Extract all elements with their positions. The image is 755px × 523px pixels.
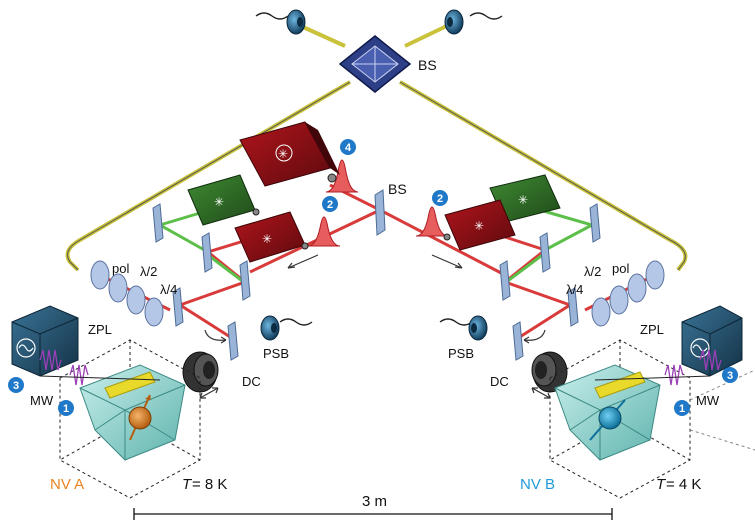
fiber-beam-splitter bbox=[338, 35, 412, 93]
distance-ruler bbox=[133, 508, 613, 520]
mw-wave-left bbox=[39, 349, 89, 386]
dc-left-label: DC bbox=[242, 374, 261, 389]
mw-left-label: MW bbox=[30, 393, 54, 408]
zpl-right-label: ZPL bbox=[640, 322, 664, 337]
lambda4-left-label: λ/4 bbox=[160, 282, 177, 297]
svg-text:✳: ✳ bbox=[262, 232, 272, 246]
nv-a-label: NV A bbox=[50, 476, 84, 493]
laser-green-left: ✳ bbox=[187, 174, 260, 226]
svg-text:✳: ✳ bbox=[518, 193, 528, 207]
svg-text:✳: ✳ bbox=[214, 195, 224, 209]
lambda4-right-label: λ/4 bbox=[566, 282, 583, 297]
marker-3-left: 3 bbox=[8, 377, 24, 393]
marker-4: 4 bbox=[340, 139, 356, 155]
temp-b-value: = 4 K bbox=[666, 476, 701, 493]
psb-detector-left bbox=[260, 315, 313, 341]
mw-wave-right bbox=[664, 349, 722, 386]
marker-3-right: 3 bbox=[722, 367, 738, 383]
psb-right-label: PSB bbox=[448, 346, 474, 361]
distance-label: 3 m bbox=[362, 493, 387, 510]
temp-a-var: T bbox=[182, 476, 193, 493]
marker-2-left: 2 bbox=[322, 196, 338, 212]
psb-detector-right bbox=[439, 315, 488, 341]
temp-b-var: T bbox=[656, 476, 667, 493]
svg-text:2: 2 bbox=[437, 193, 443, 205]
mw-source-left bbox=[11, 305, 79, 377]
waveplates-left bbox=[90, 260, 164, 327]
marker-1-left: 1 bbox=[58, 400, 74, 416]
mw-lines bbox=[39, 375, 711, 381]
svg-text:1: 1 bbox=[63, 403, 69, 415]
svg-text:✳: ✳ bbox=[474, 219, 484, 233]
laser-red-top: ✳ bbox=[239, 121, 340, 187]
detector-top-left bbox=[255, 9, 306, 35]
waveplates-right bbox=[591, 260, 665, 327]
svg-text:4: 4 bbox=[345, 142, 352, 154]
lambda2-right-label: λ/2 bbox=[584, 264, 601, 279]
optical-plates bbox=[152, 189, 601, 361]
svg-text:3: 3 bbox=[727, 370, 733, 382]
marker-2-right: 2 bbox=[432, 190, 448, 206]
nv-spin-b bbox=[589, 399, 626, 441]
direction-arrows bbox=[199, 254, 551, 399]
pol-right-label: pol bbox=[612, 261, 629, 276]
svg-text:1: 1 bbox=[679, 403, 685, 415]
dc-right-label: DC bbox=[490, 374, 509, 389]
fiber-outline bbox=[67, 81, 686, 271]
nv-b-label: NV B bbox=[520, 476, 555, 493]
bs-top-label: BS bbox=[418, 57, 437, 73]
lambda2-left-label: λ/2 bbox=[140, 264, 157, 279]
pulse-shapes bbox=[307, 159, 449, 247]
svg-text:2: 2 bbox=[327, 199, 333, 211]
svg-text:3: 3 bbox=[13, 380, 19, 392]
zpl-left-label: ZPL bbox=[88, 322, 112, 337]
svg-text:✳: ✳ bbox=[278, 147, 288, 161]
mw-right-label: MW bbox=[696, 393, 720, 408]
pol-left-label: pol bbox=[112, 261, 129, 276]
objective-left bbox=[182, 351, 219, 393]
laser-red-right: ✳ bbox=[443, 199, 516, 251]
laser-red-left: ✳ bbox=[234, 211, 309, 263]
nv-spin-a bbox=[128, 394, 152, 441]
temp-a-value: = 8 K bbox=[192, 476, 227, 493]
bs-mid-label: BS bbox=[388, 181, 407, 197]
mw-source-right bbox=[681, 305, 743, 377]
psb-left-label: PSB bbox=[263, 346, 289, 361]
marker-1-right: 1 bbox=[674, 400, 690, 416]
detector-top-right bbox=[444, 9, 503, 35]
